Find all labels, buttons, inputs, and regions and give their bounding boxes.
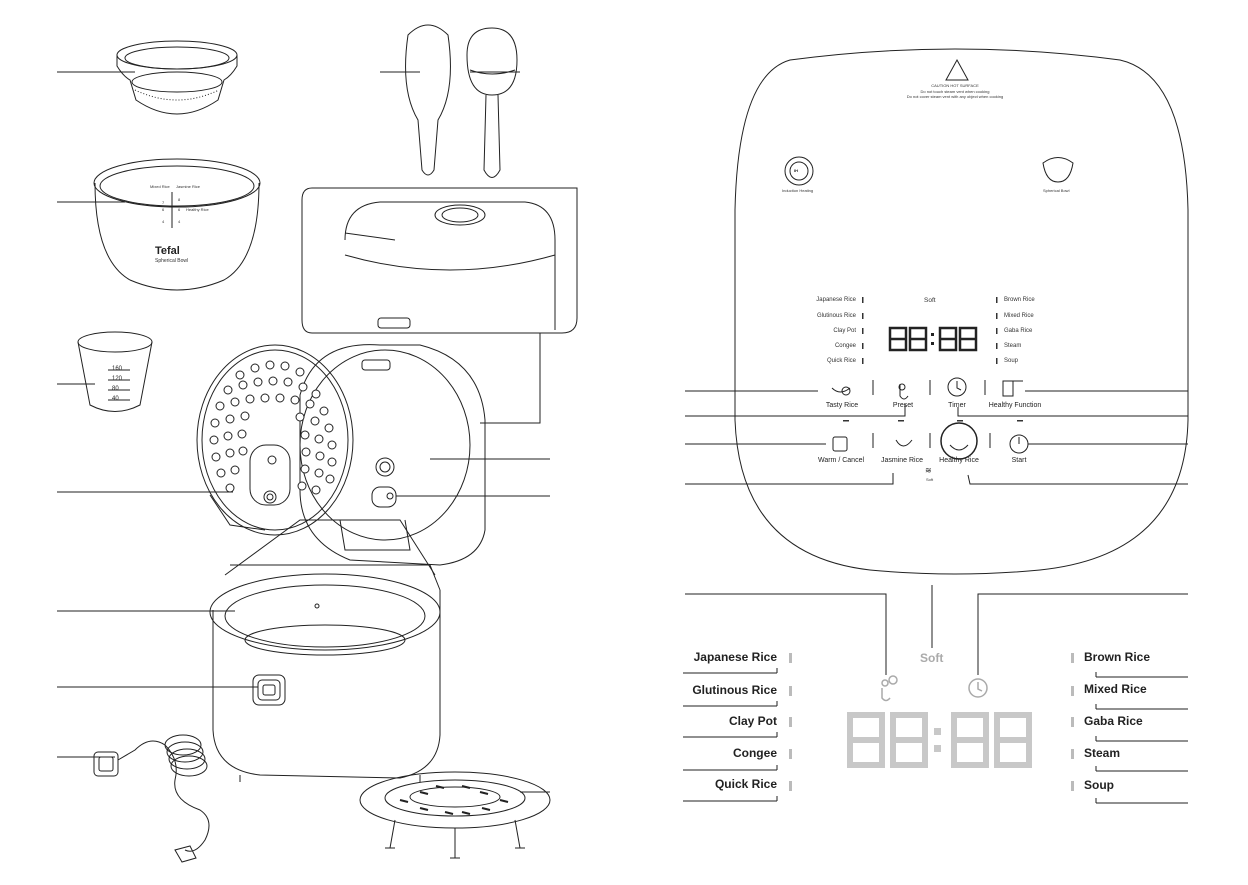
tasty-rice-icon <box>831 387 851 393</box>
inner-lid-holes <box>209 360 337 495</box>
cooker-body <box>209 519 441 782</box>
spherical-bowl-label: Spherical Bowl <box>1043 188 1070 193</box>
zoom-mode-gaba: Gaba Rice <box>1084 714 1143 728</box>
spherical-bowl-icon <box>1042 157 1074 183</box>
outer-lid <box>299 344 486 566</box>
warm-cancel-button[interactable]: Warm / Cancel <box>817 457 865 464</box>
panel-mode-soup: Soup <box>1004 358 1019 364</box>
zoom-mode-congee: Congee <box>732 746 777 760</box>
warning-text-2: Do not touch steam vent when cooking <box>920 89 990 94</box>
induction-icon-ring <box>784 156 814 186</box>
measuring-cup <box>77 331 153 412</box>
inner-bowl <box>93 158 261 291</box>
zoom-soft-label: Soft <box>920 651 944 665</box>
jasmine-rice-icon <box>895 439 913 447</box>
cup-mark-40: 40 <box>112 396 119 402</box>
cup-mark-120: 120 <box>112 376 123 382</box>
panel-display-digits <box>888 326 978 352</box>
callout-line-control-panel <box>344 232 396 241</box>
cup-mark-80: 80 <box>112 386 119 392</box>
induction-heating-label: Induction Heating <box>782 188 814 193</box>
bowl-mark-r1: 8 <box>178 197 181 202</box>
zoom-preset-icon <box>881 679 889 687</box>
panel-mode-brown: Brown Rice <box>1004 297 1035 303</box>
zoom-mode-soup: Soup <box>1084 778 1114 792</box>
panel-mode-congee: Congee <box>834 343 856 349</box>
warning-text-3: Do not cover steam vent with any object … <box>906 94 1004 99</box>
preset-icon <box>898 383 906 391</box>
panel-mode-glutinous: Glutinous Rice <box>816 313 856 319</box>
bowl-mark-l2: 6 <box>162 207 165 212</box>
healthy-function-icon <box>1002 380 1014 397</box>
inner-lid-plate <box>196 344 354 536</box>
ih-badge: IH <box>794 168 798 173</box>
zoom-mode-japanese: Japanese Rice <box>693 650 777 664</box>
steam-basket <box>116 40 238 115</box>
timer-button[interactable]: Timer <box>948 402 966 409</box>
panel-mode-quick: Quick Rice <box>826 358 856 364</box>
bowl-brand: Tefal <box>155 245 180 257</box>
healthy-function-button[interactable]: Healthy Function <box>988 402 1042 409</box>
panel-outline <box>734 48 1189 575</box>
preset-button[interactable]: Preset <box>892 402 914 409</box>
warm-icon <box>832 436 848 452</box>
timer-icon <box>947 377 967 397</box>
bowl-mark-l3: 4 <box>162 219 165 224</box>
healthy-rice-button-ring <box>940 422 978 460</box>
bowl-mixed-col: Mixed Rice <box>150 184 170 189</box>
jasmine-rice-button[interactable]: Jasmine Rice <box>880 457 924 464</box>
zoom-timer-icon <box>968 678 988 698</box>
zoom-mode-mixed: Mixed Rice <box>1084 682 1147 696</box>
cup-mark-160: 160 <box>112 366 123 372</box>
zoom-mode-steam: Steam <box>1084 746 1121 760</box>
tasty-rice-button[interactable]: Tasty Rice <box>825 402 859 409</box>
bowl-mark-r2: 6 <box>178 207 181 212</box>
zoom-box <box>301 187 578 334</box>
caution-triangle-icon <box>945 58 969 81</box>
panel-soft-label: Soft <box>924 297 936 304</box>
panel-mode-claypot: Clay Pot <box>833 328 856 334</box>
panel-mode-gaba: Gaba Rice <box>1004 328 1033 334</box>
steam-tray <box>359 771 551 859</box>
bowl-model: Spherical Bowl <box>155 258 189 264</box>
rice-spatula <box>405 24 451 176</box>
panel-mode-mixed: Mixed Rice <box>1004 313 1034 319</box>
panel-mode-steam: Steam <box>1004 343 1022 349</box>
bowl-mark-r3: 4 <box>178 219 181 224</box>
bowl-jasmine-col: Jasmine Rice <box>176 184 201 189</box>
healthy-rice-button[interactable]: Healthy Rice <box>939 457 979 464</box>
zoom-mode-glutinous: Glutinous Rice <box>692 683 777 697</box>
zoom-mode-claypot: Clay Pot <box>728 714 777 728</box>
bowl-mark-l1: 7 <box>162 200 165 205</box>
panel-mode-japanese: Japanese Rice <box>816 297 856 303</box>
warning-text-1: CAUTION HOT SURFACE <box>931 83 979 88</box>
wave-icon: ≋ <box>925 466 932 475</box>
soft-small-label: Soft <box>926 477 934 482</box>
bowl-healthy-label: Healthy Rice <box>186 207 209 212</box>
power-cord <box>93 734 210 863</box>
start-button[interactable]: Start <box>1011 457 1027 464</box>
zoom-mode-brown: Brown Rice <box>1084 650 1151 664</box>
zoom-mode-quick: Quick Rice <box>714 777 777 791</box>
callout-line-zoom <box>480 333 541 424</box>
zoom-display-digits <box>847 712 1032 768</box>
soup-ladle <box>466 27 518 178</box>
